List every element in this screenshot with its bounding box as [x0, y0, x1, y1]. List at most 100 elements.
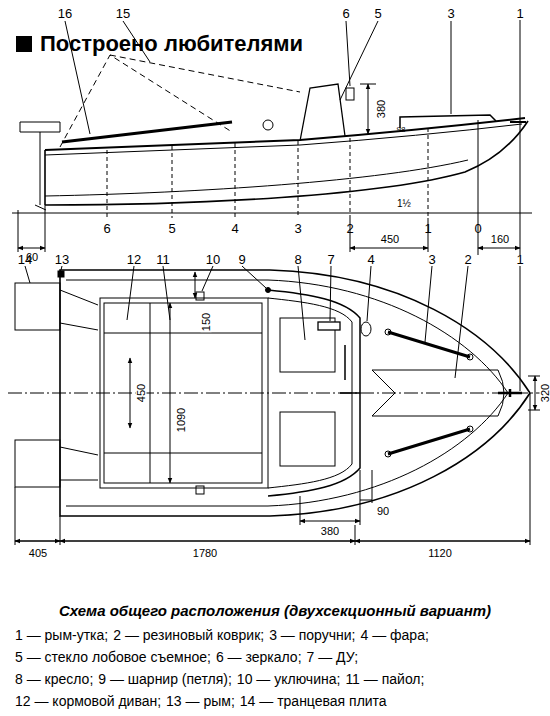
station-number: 1½	[396, 199, 412, 209]
key-line: 12 — кормовой диван; 13 — рым; 14 — транце…	[15, 694, 392, 709]
station-number: 2	[345, 222, 354, 235]
motor-mount	[60, 290, 98, 480]
station-lines	[298, 141, 299, 218]
dimension: 1120	[427, 548, 453, 559]
lamp	[263, 120, 273, 130]
key-item: 4 — фара;	[360, 627, 428, 643]
dimension-lines	[15, 541, 530, 542]
oarlock	[196, 486, 204, 494]
dimension: 90	[376, 506, 390, 517]
leader-lines	[25, 266, 30, 283]
station-lines	[235, 143, 236, 218]
steering-wheel	[340, 345, 360, 393]
callout-number: 3	[446, 7, 455, 20]
key-item: 9 — шарнир (петля);	[98, 671, 232, 687]
dimension: 320	[540, 383, 550, 403]
callout-number: 12	[126, 253, 142, 266]
dimension: 380	[320, 526, 340, 537]
console	[268, 298, 352, 488]
center-line	[8, 393, 548, 394]
callout-number: 9	[237, 253, 246, 266]
keel-line	[45, 121, 528, 205]
title-square	[16, 36, 32, 52]
cleat	[498, 389, 522, 397]
transom-plate	[15, 440, 60, 487]
dimension-lines	[350, 248, 428, 249]
key-line: 1 — рым-утка;2 — резиновый коврик;3 — по…	[15, 628, 434, 643]
side-view	[12, 20, 532, 255]
dimension-lines	[372, 470, 373, 503]
mirror	[346, 88, 354, 100]
hull-marking: 98	[396, 126, 407, 134]
key-item: 8 — кресло;	[15, 671, 93, 687]
dimension-lines	[360, 84, 376, 85]
key-item: 12 — кормовой диван;	[15, 693, 161, 709]
deck-edge	[66, 280, 508, 506]
plan-view	[467, 426, 473, 432]
dimension: 1780	[192, 548, 218, 559]
key-item: 7 — ДУ;	[307, 649, 359, 665]
leader-lines	[127, 266, 134, 320]
dimension-lines	[15, 541, 60, 542]
leader-lines	[61, 266, 62, 270]
leader-lines	[451, 21, 452, 114]
leader-lines	[242, 266, 266, 288]
key-item: 2 — резиновый коврик;	[113, 627, 264, 643]
ring	[58, 271, 64, 277]
station-number: 0	[473, 222, 482, 235]
station-number: 3	[293, 222, 302, 235]
key-item: 5 — стекло лобовое съемное;	[15, 649, 211, 665]
callout-number: 14	[17, 253, 33, 266]
rubber-mat	[372, 370, 504, 416]
dimension-lines	[15, 487, 16, 545]
dimension-lines	[368, 84, 369, 134]
leader-lines	[425, 266, 432, 342]
key-item: 11 — пайол;	[345, 671, 424, 687]
station-lines	[428, 128, 429, 218]
callout-number: 6	[341, 7, 350, 20]
key-line: 5 — стекло лобовое съемное;6 — зеркало;7…	[15, 650, 363, 665]
dimension-lines	[45, 205, 46, 252]
transom	[44, 150, 46, 205]
plan-view	[8, 266, 548, 545]
sofa-edge	[150, 303, 151, 483]
key-item: 13 — рым;	[166, 693, 235, 709]
plan-view	[467, 354, 473, 360]
caption: Схема общего расположения (двухсекционны…	[59, 603, 491, 618]
handrail	[400, 115, 496, 128]
leader-lines	[367, 266, 371, 321]
callout-number: 16	[57, 7, 73, 20]
dimension-lines	[530, 393, 531, 545]
dimension: 405	[28, 548, 48, 559]
plan-view	[104, 333, 262, 334]
key-item: 14 — транцевая плита	[240, 693, 387, 709]
hinge	[266, 288, 271, 293]
leader-lines	[520, 266, 521, 391]
base-line	[12, 213, 532, 214]
dimension-lines	[535, 376, 536, 410]
station-lines	[172, 146, 173, 218]
leader-lines	[330, 266, 331, 321]
leader-lines	[298, 266, 305, 340]
cockpit	[100, 298, 268, 488]
plan-view	[385, 451, 391, 457]
plan-view	[104, 453, 262, 454]
chine-line	[45, 160, 468, 196]
dimension-lines	[360, 500, 372, 501]
callout-number: 1	[515, 7, 524, 20]
dimension-lines	[528, 376, 540, 377]
dimension: 380	[376, 99, 387, 119]
dimension: 1090	[176, 407, 187, 433]
station-number: 6	[102, 222, 111, 235]
remote-control	[318, 322, 340, 330]
windshield	[300, 84, 345, 141]
canopy	[60, 55, 300, 147]
handrail	[388, 332, 470, 454]
leader-lines	[163, 266, 170, 320]
station-number: 1	[423, 222, 432, 235]
leader-lines	[340, 21, 378, 100]
station-number: 5	[167, 222, 176, 235]
cleat	[510, 121, 526, 123]
seat	[280, 412, 335, 466]
